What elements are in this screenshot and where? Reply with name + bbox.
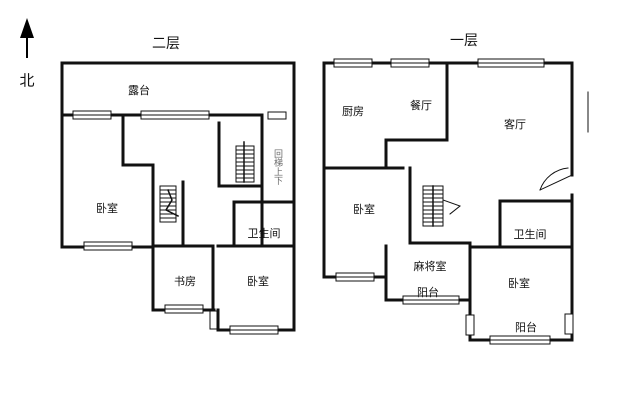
north-label: 北 [19,71,35,90]
second-study-label: 书房 [174,275,196,288]
first-bedroom-left-label: 卧室 [353,203,375,216]
second-bedroom-bottom-label: 卧室 [247,275,269,288]
first-floor-title: 一层 [450,33,478,49]
first-bathroom-label: 卫生间 [513,228,547,241]
second-floor-title: 二层 [152,36,180,52]
first-living-label: 客厅 [504,118,526,131]
second-terrace-label: 露台 [128,84,150,97]
second-bathroom-label: 卫生间 [247,227,281,240]
second-bedroom-left-label: 卧室 [96,202,118,215]
first-mahjong-label: 麻将室 [413,260,447,273]
first-balcony-right-label: 阳台 [515,321,537,334]
first-balcony-mid-label: 阳台 [417,286,439,299]
first-floor-plan [322,58,589,345]
second-stair-note: 回梯上下 [272,149,282,185]
first-bedroom-right-label: 卧室 [508,277,530,290]
first-kitchen-label: 厨房 [342,105,364,118]
first-dining-label: 餐厅 [410,99,432,112]
north-arrow-icon [20,18,34,58]
second-floor-plan [60,61,296,335]
